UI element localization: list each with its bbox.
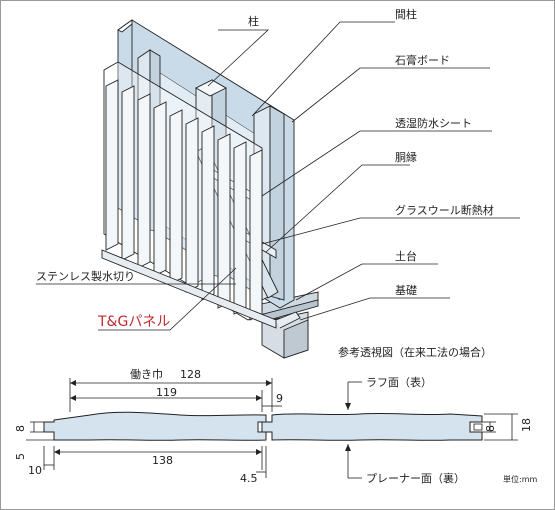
label-planer-face: プレーナー面（裏）: [366, 471, 465, 485]
caption: 参考透視図（在来工法の場合）: [338, 345, 492, 359]
dim-5: 5: [14, 453, 27, 460]
section-board-right: [261, 412, 483, 441]
dim-9: 9: [276, 392, 283, 405]
stainless-flashing: [101, 249, 301, 329]
label-pillar: 柱: [248, 14, 259, 28]
cross-section: 働き巾 128 119 9 138 10 4.5 8 5 8 18 ラフ面（表）…: [14, 367, 537, 485]
dim-working-width-value: 128: [180, 368, 201, 381]
label-furring-strip: 胴縁: [395, 150, 417, 164]
section-dimensions: [26, 378, 518, 479]
dim-138: 138: [152, 454, 173, 467]
label-gypsum-board: 石膏ボード: [395, 53, 450, 67]
perspective-view: [101, 19, 319, 359]
label-sill: 土台: [395, 249, 417, 263]
label-rough-face: ラフ面（表）: [366, 375, 432, 389]
dim-8-left: 8: [14, 425, 27, 432]
leader-lines: [36, 21, 520, 331]
section-arrowheads: [54, 380, 351, 455]
perspective-labels: 柱 間柱 石膏ボード 透湿防水シート 胴縁 グラスウール断熱材 土台 基礎 ステ…: [36, 7, 494, 359]
label-foundation: 基礎: [395, 284, 417, 297]
label-glass-wool: グラスウール断熱材: [395, 203, 494, 217]
label-moisture-sheet: 透湿防水シート: [395, 116, 472, 130]
tg-panels: [105, 79, 263, 321]
label-unit: 単位:mm: [503, 474, 537, 484]
dim-8-right: 8: [484, 425, 497, 432]
label-tg-panel: T&Gパネル: [97, 314, 170, 330]
dim-18: 18: [520, 418, 533, 432]
dim-4-5: 4.5: [240, 472, 258, 485]
dim-119: 119: [156, 386, 177, 399]
dim-10: 10: [28, 464, 42, 477]
label-stud: 間柱: [395, 7, 417, 21]
label-flashing: ステンレス製水切り: [36, 269, 135, 283]
section-board-left: [43, 411, 267, 441]
dim-working-width-label: 働き巾: [130, 367, 163, 381]
